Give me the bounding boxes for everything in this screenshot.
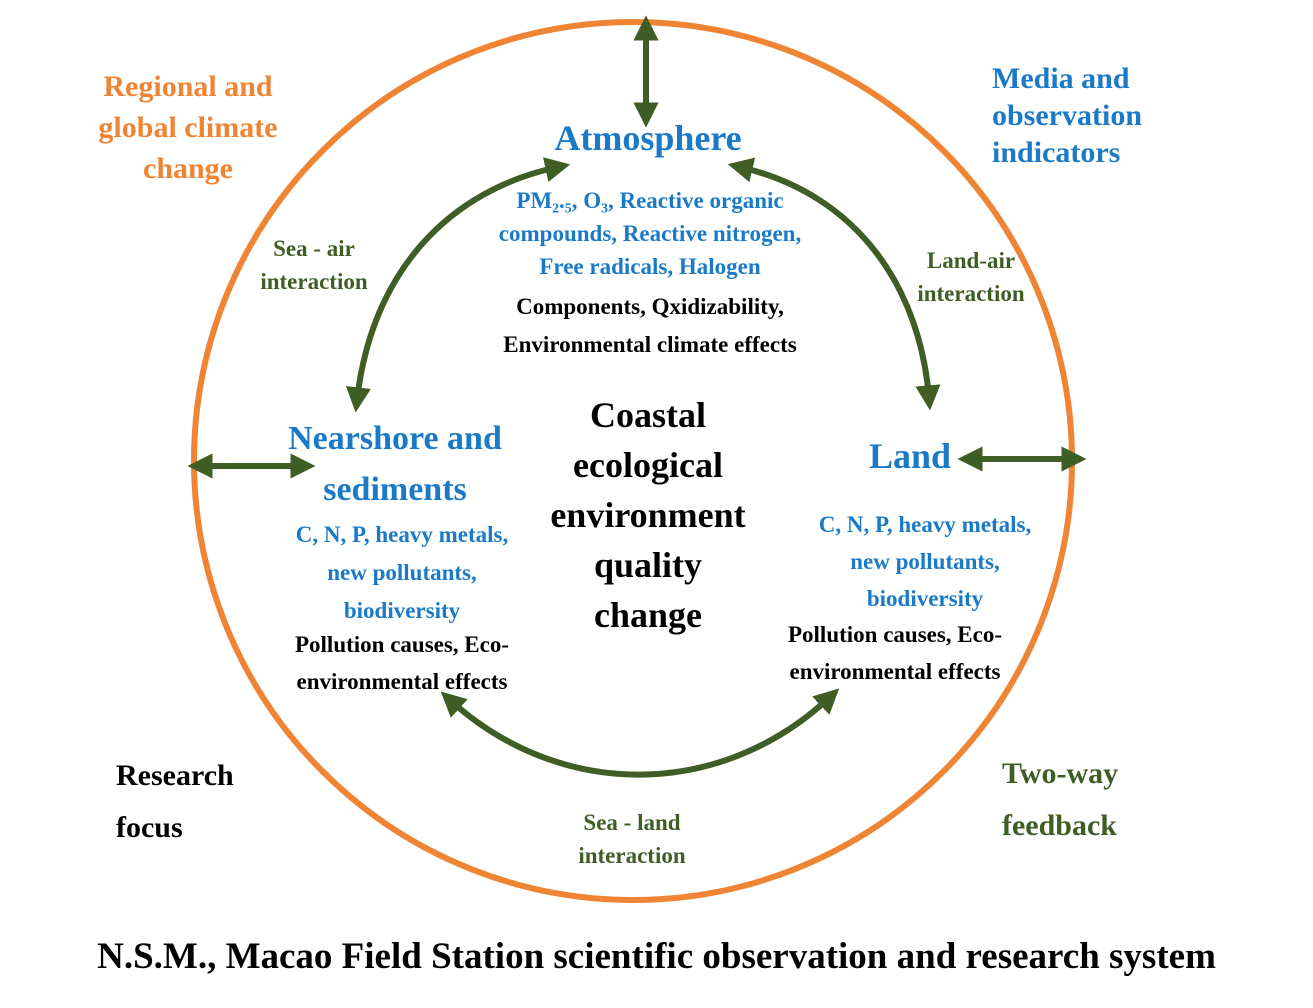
effect-line: Pollution causes, Eco- (294, 632, 510, 657)
sea-land-interaction-label: Sea - land interaction (550, 806, 714, 872)
atmosphere-title: Atmosphere (554, 118, 742, 158)
label-line: global climate (98, 111, 278, 144)
nearshore-effects: Pollution causes, Eco- environmental eff… (262, 626, 542, 700)
label-line: interaction (260, 269, 368, 294)
center-line: quality (593, 545, 703, 585)
center-line: Coastal (590, 395, 706, 435)
label-line: focus (116, 811, 183, 844)
indicator-line: new pollutants, (850, 549, 1000, 574)
indicator-line: Free radicals, Halogen (539, 254, 761, 279)
effect-line: environmental effects (789, 659, 1001, 684)
land-indicators: C, N, P, heavy metals, new pollutants, b… (790, 506, 1060, 617)
label-line: Media and (992, 62, 1130, 95)
effect-line: Components, Qxidizability, (516, 294, 784, 319)
regional-global-climate-change-label: Regional and global climate change (72, 66, 304, 189)
label-line: feedback (1002, 809, 1117, 842)
nearshore-indicators: C, N, P, heavy metals, new pollutants, b… (262, 516, 542, 630)
effect-line: environmental effects (296, 669, 508, 694)
label-line: Regional and (103, 70, 273, 103)
land-air-curved-arrow-icon (727, 157, 941, 411)
center-line: change (594, 595, 702, 635)
atmosphere-indicators: PM₂.₅, O₃, Reactive organic compounds, R… (440, 184, 860, 283)
label-line: Two-way (1002, 757, 1119, 790)
label-line: interaction (917, 281, 1025, 306)
indicator-line: C, N, P, heavy metals, (818, 512, 1032, 537)
label-line: change (143, 152, 233, 185)
center-line: environment (550, 495, 746, 535)
label-line: Research (116, 759, 234, 792)
land-effects: Pollution causes, Eco- environmental eff… (760, 616, 1030, 690)
media-observation-indicators-label: Media and observation indicators (992, 60, 1142, 171)
nearshore-sediments-title: Nearshore and sediments (255, 413, 535, 515)
label-line: Land-air (926, 248, 1016, 273)
sea-air-interaction-label: Sea - air interaction (236, 232, 392, 298)
label-line: interaction (578, 843, 686, 868)
indicator-line: PM₂.₅, O₃, Reactive organic (516, 188, 784, 213)
figure-caption: N.S.M., Macao Field Station scientific o… (97, 936, 1216, 977)
title-line: sediments (323, 471, 467, 508)
label-line: Sea - land (583, 810, 681, 835)
central-theme: Coastal ecological environment quality c… (520, 390, 776, 640)
title-line: Nearshore and (288, 420, 502, 457)
land-air-interaction-label: Land-air interaction (896, 244, 1046, 310)
indicator-line: C, N, P, heavy metals, (295, 522, 509, 547)
indicator-line: biodiversity (343, 598, 461, 623)
research-focus-label: Research focus (116, 750, 234, 854)
land-title: Land (868, 436, 952, 476)
indicator-line: new pollutants, (327, 560, 477, 585)
sea-air-curved-arrow-icon (345, 157, 571, 413)
atmosphere-effects: Components, Qxidizability, Environmental… (440, 288, 860, 364)
label-line: Sea - air (273, 236, 355, 261)
indicator-line: biodiversity (866, 586, 984, 611)
label-line: indicators (992, 136, 1121, 169)
sea-land-curved-arrow-icon (440, 688, 840, 778)
indicator-line: compounds, Reactive nitrogen, (498, 221, 802, 246)
effect-line: Pollution causes, Eco- (787, 622, 1003, 647)
label-line: observation (992, 99, 1142, 132)
center-line: ecological (573, 445, 723, 485)
effect-line: Environmental climate effects (503, 332, 797, 357)
two-way-feedback-label: Two-way feedback (1002, 748, 1118, 852)
